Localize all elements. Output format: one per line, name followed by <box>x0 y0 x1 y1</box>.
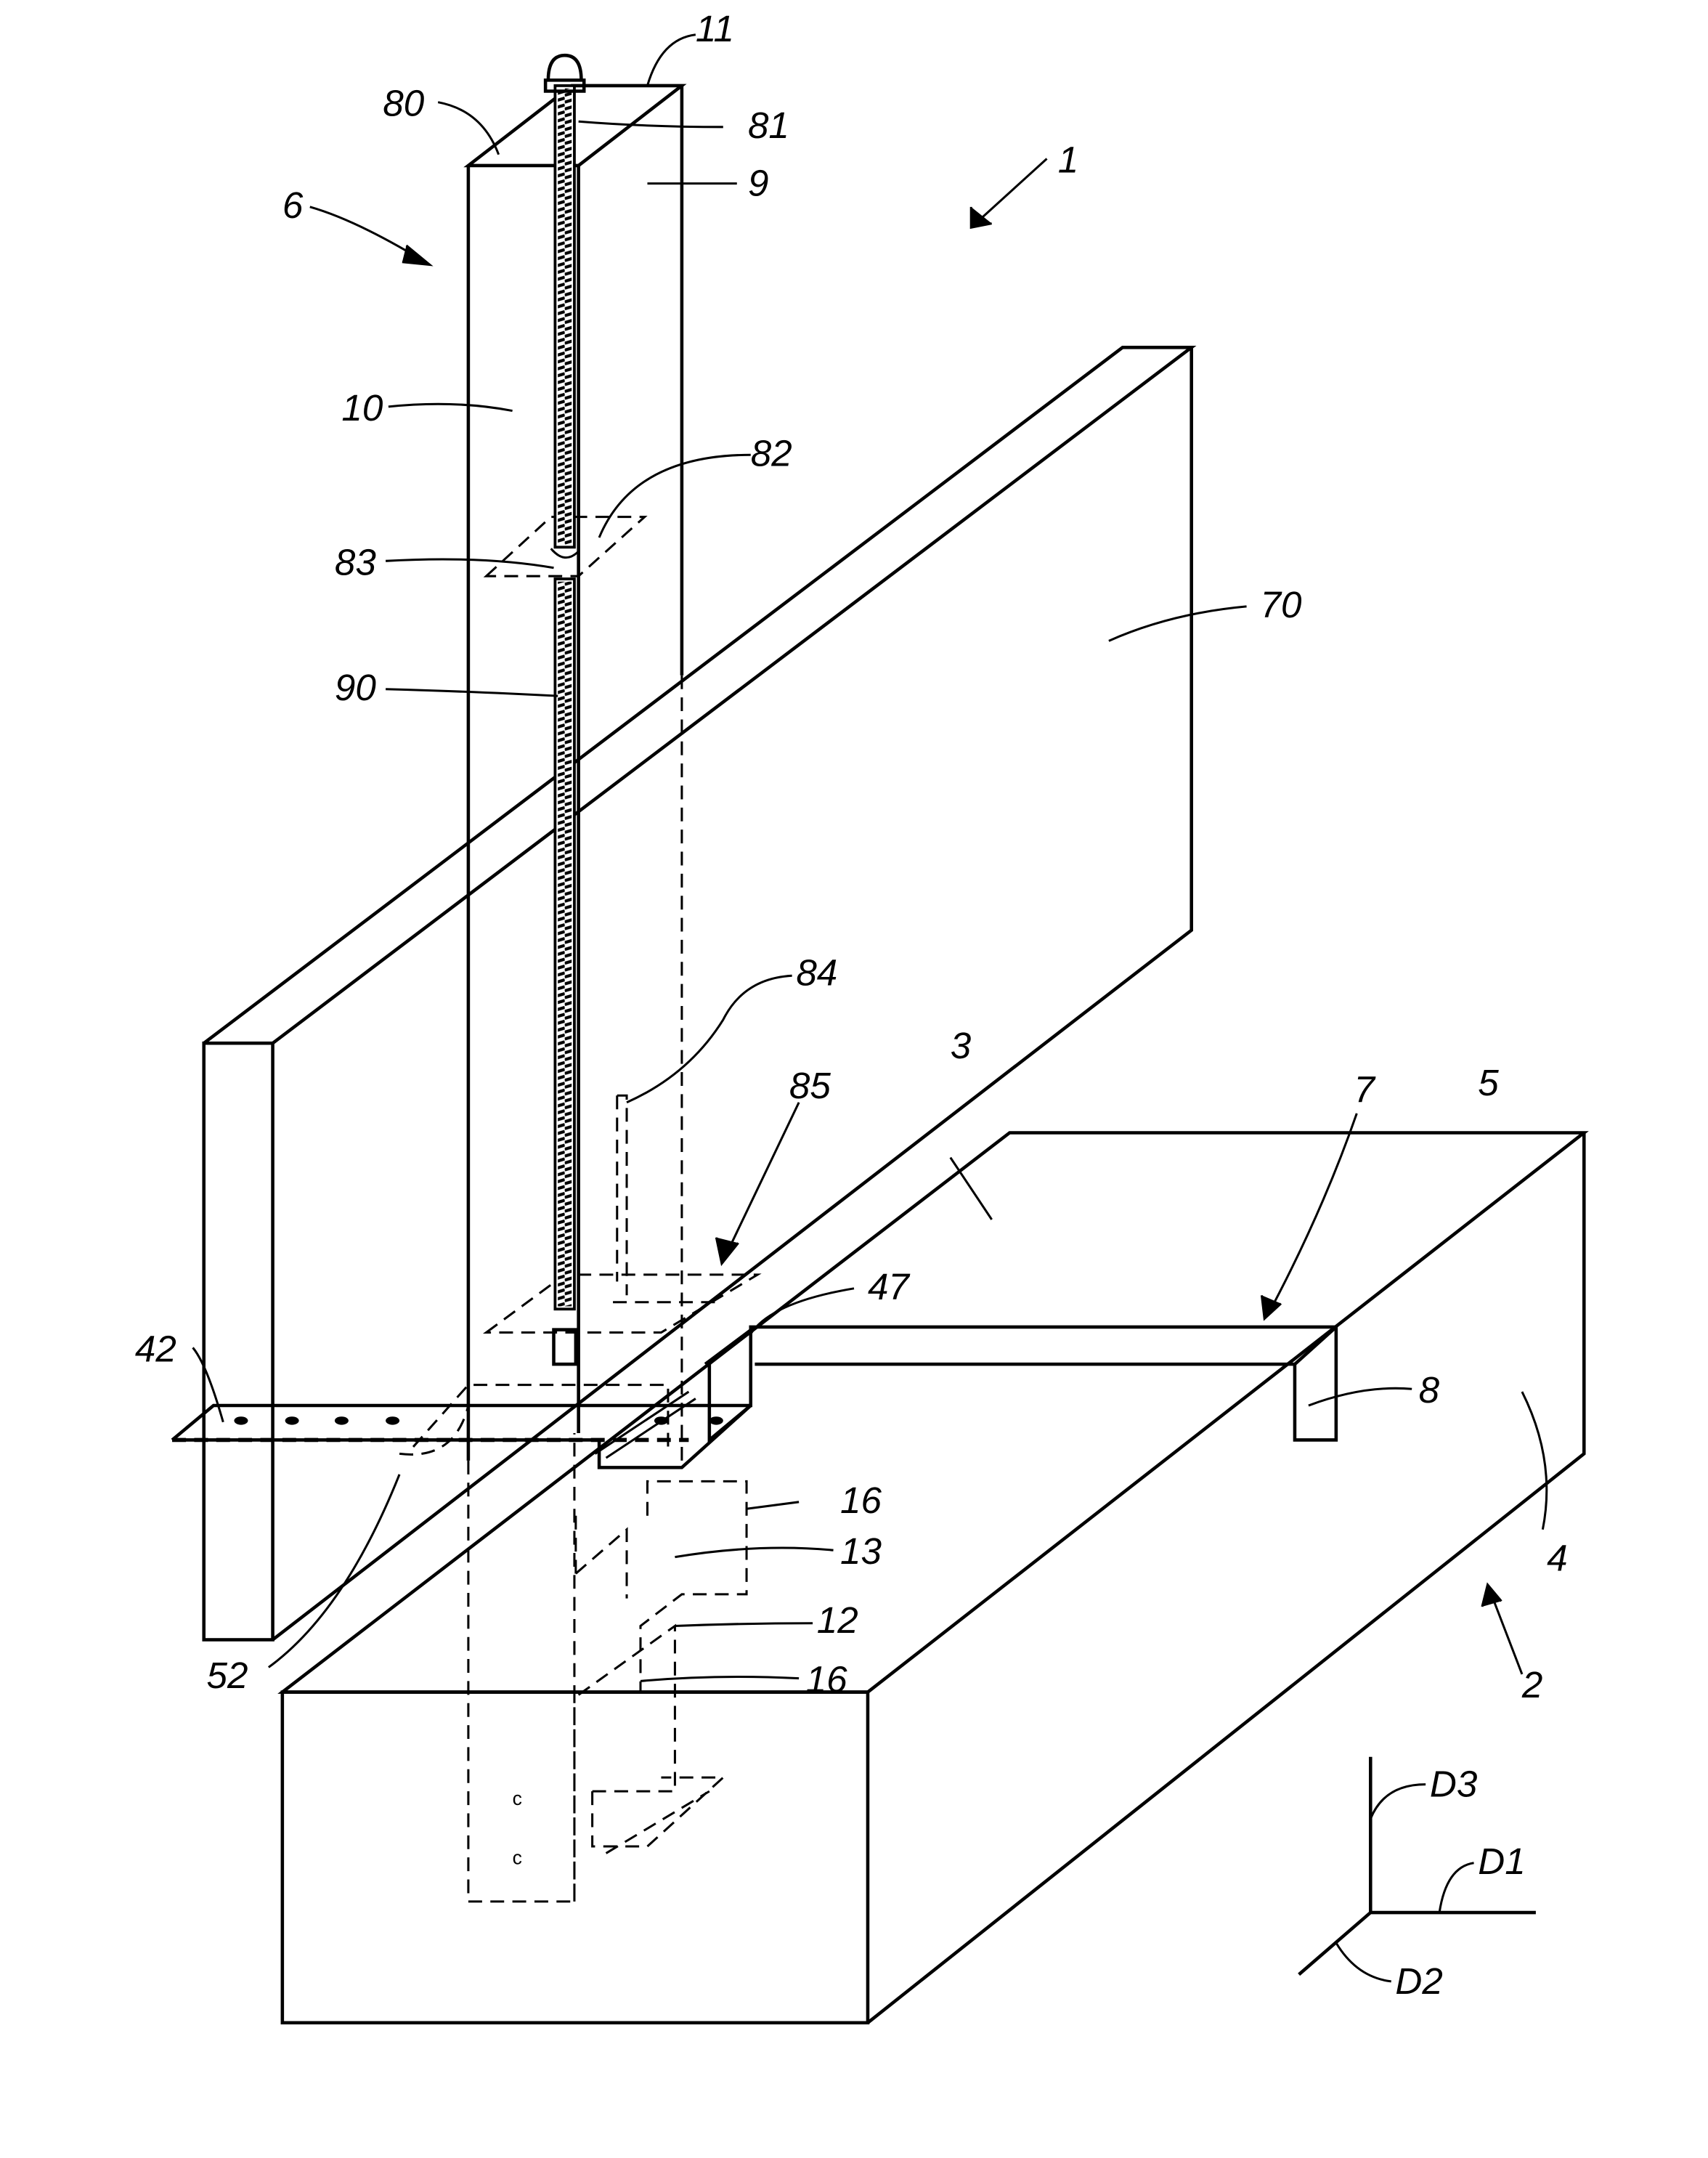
label-80: 80 <box>383 83 424 124</box>
leader-lines <box>193 35 1547 1682</box>
label-1: 1 <box>1058 139 1078 180</box>
label-8: 8 <box>1419 1369 1440 1411</box>
label-70: 70 <box>1261 584 1302 625</box>
label-7: 7 <box>1354 1069 1377 1111</box>
label-84: 84 <box>796 952 837 994</box>
label-81: 81 <box>748 105 789 146</box>
label-13: 13 <box>840 1530 882 1572</box>
svg-text:c: c <box>513 1847 522 1869</box>
label-11: 11 <box>696 8 734 49</box>
label-16-top: 16 <box>840 1480 882 1521</box>
label-3: 3 <box>951 1025 972 1066</box>
label-6: 6 <box>282 184 304 226</box>
label-12: 12 <box>817 1599 858 1641</box>
label-9: 9 <box>748 163 768 204</box>
label-85: 85 <box>789 1065 831 1106</box>
label-2: 2 <box>1521 1664 1542 1705</box>
arrows <box>310 158 1522 1674</box>
svg-text:c: c <box>513 1788 522 1809</box>
label-90: 90 <box>335 667 376 708</box>
label-47: 47 <box>868 1266 911 1307</box>
label-d3: D3 <box>1430 1764 1478 1805</box>
label-52: 52 <box>207 1655 248 1696</box>
post: c c <box>468 86 757 1902</box>
label-42: 42 <box>135 1328 176 1369</box>
label-10: 10 <box>341 387 383 429</box>
label-16-bottom: 16 <box>806 1659 847 1700</box>
label-d1: D1 <box>1478 1841 1525 1882</box>
label-5: 5 <box>1478 1062 1499 1103</box>
label-d2: D2 <box>1395 1960 1442 2002</box>
label-83: 83 <box>335 541 376 583</box>
base-block <box>282 1132 1584 2022</box>
label-82: 82 <box>751 432 792 474</box>
bracket <box>172 1327 1336 1467</box>
reference-labels: 11 80 81 1 9 6 10 82 83 70 90 84 3 85 7 … <box>135 8 1568 2002</box>
label-4: 4 <box>1547 1538 1567 1579</box>
